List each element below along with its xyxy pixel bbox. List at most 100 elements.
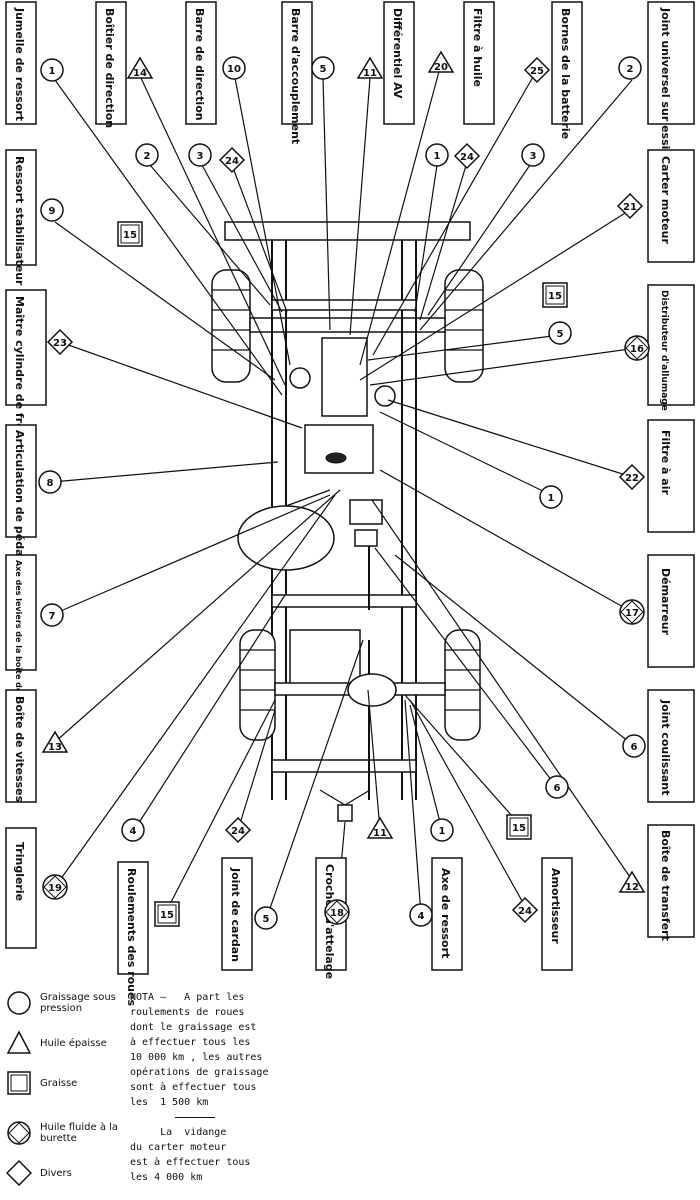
svg-text:3: 3 <box>530 151 537 162</box>
legend-label: Graissage sous pression <box>40 992 116 1014</box>
svg-text:Filtre à air: Filtre à air <box>659 430 672 495</box>
svg-text:Joint coulissant: Joint coulissant <box>659 699 672 795</box>
label-demarreur: Démarreur <box>647 554 695 668</box>
marker-square-diamond: 19 <box>42 874 68 900</box>
svg-text:7: 7 <box>49 611 56 622</box>
svg-text:2: 2 <box>627 64 634 75</box>
marker-circle: 2 <box>618 56 642 80</box>
svg-text:5: 5 <box>263 914 270 925</box>
legend: Graissage sous pression Huile épaisse Gr… <box>0 985 700 1200</box>
svg-text:15: 15 <box>160 910 174 921</box>
marker-diamond: 22 <box>618 463 646 491</box>
svg-text:Ressort stabilisateur: Ressort stabilisateur <box>13 156 26 286</box>
legend-label: Huile épaisse <box>40 1037 107 1049</box>
legend-item-diamond: Divers <box>6 1160 120 1186</box>
svg-text:Amortisseur: Amortisseur <box>549 868 562 944</box>
svg-text:5: 5 <box>557 329 564 340</box>
marker-circle: 1 <box>40 58 64 82</box>
markers: 1 10 5 2 2 3 1 3 9 5 1 8 7 6 6 4 1 5 4 1… <box>38 50 650 930</box>
marker-square: 15 <box>117 221 143 247</box>
label-maitre-cylindre: Maître cylindre de frein <box>5 289 47 442</box>
svg-text:1: 1 <box>439 826 446 837</box>
nota-vidange-text: La vidange du carter moteur est à effect… <box>130 1127 251 1183</box>
marker-triangle: 11 <box>356 56 384 79</box>
label-bornes-batterie: Bornes de la batterie <box>551 1 583 139</box>
marker-circle: 3 <box>188 143 212 167</box>
divider <box>175 1117 215 1118</box>
label-ressort-stabilisateur: Ressort stabilisateur <box>5 149 37 286</box>
label-jumelle-ressort: Jumelle de ressort <box>5 1 37 125</box>
marker-circle: 10 <box>222 56 246 80</box>
svg-text:Jumelle de ressort: Jumelle de ressort <box>13 7 26 121</box>
marker-circle: 8 <box>38 470 62 494</box>
marker-circle: 2 <box>135 143 159 167</box>
svg-text:15: 15 <box>548 291 562 302</box>
svg-text:1: 1 <box>434 151 441 162</box>
marker-circle: 5 <box>548 321 572 345</box>
svg-text:Démarreur: Démarreur <box>659 568 672 636</box>
legend-item-square-diamond: Huile fluide à la burette <box>6 1120 120 1146</box>
label-filtre-air: Filtre à air <box>647 419 695 533</box>
svg-text:Maître cylindre de frein: Maître cylindre de frein <box>13 296 26 442</box>
svg-text:Bornes de la batterie: Bornes de la batterie <box>559 8 572 139</box>
marker-circle: 5 <box>254 906 278 930</box>
svg-text:4: 4 <box>130 826 137 837</box>
legend-item-circle: Graissage sous pression <box>6 990 120 1016</box>
marker-triangle: 13 <box>41 730 69 753</box>
svg-text:Barre de direction: Barre de direction <box>193 8 206 121</box>
label-differentiel-av: Différentiel AV <box>383 1 415 125</box>
svg-text:13: 13 <box>48 742 62 753</box>
label-distributeur: Distributeur d'allumage <box>647 284 695 411</box>
label-articulation-pedalier: Articulation de pédalier <box>5 424 37 578</box>
svg-text:3: 3 <box>197 151 204 162</box>
marker-square: 15 <box>542 282 568 308</box>
label-joint-universel: Joint universel sur essieu AV <box>647 1 695 185</box>
svg-text:5: 5 <box>320 64 327 75</box>
label-barre-direction: Barre de direction <box>185 1 217 125</box>
marker-circle: 5 <box>311 56 335 80</box>
svg-text:Boîte de transfert: Boîte de transfert <box>659 830 672 941</box>
svg-text:9: 9 <box>49 206 56 217</box>
marker-diamond: 21 <box>616 192 644 220</box>
legend-label: Graisse <box>40 1077 78 1089</box>
square-icon <box>7 1071 31 1095</box>
marker-circle: 4 <box>121 818 145 842</box>
legend-item-triangle: Huile épaisse <box>6 1030 120 1056</box>
svg-text:Axe des leviers de la boîte de: Axe des leviers de la boîte de transfert <box>14 560 23 737</box>
legend-item-square: Graisse <box>6 1070 120 1096</box>
svg-text:24: 24 <box>225 156 239 167</box>
marker-square-diamond: 17 <box>619 599 645 625</box>
marker-triangle: 12 <box>618 870 646 893</box>
chassis-drawing <box>211 221 484 822</box>
svg-text:Filtre à huile: Filtre à huile <box>471 8 484 87</box>
svg-text:15: 15 <box>123 230 137 241</box>
svg-text:Joint de cardan: Joint de cardan <box>229 867 242 962</box>
marker-triangle: 11 <box>366 816 394 839</box>
label-joint-coulissant: Joint coulissant <box>647 689 695 803</box>
label-barre-accouplement: Barre d'accouplement <box>281 1 313 144</box>
svg-text:10: 10 <box>227 64 241 75</box>
label-boite-vitesses: Boîte de vitesses <box>5 689 37 803</box>
svg-text:17: 17 <box>625 608 639 619</box>
svg-text:1: 1 <box>49 66 56 77</box>
svg-text:15: 15 <box>512 823 526 834</box>
label-amortisseur: Amortisseur <box>541 857 573 971</box>
marker-circle: 1 <box>425 143 449 167</box>
marker-circle: 4 <box>409 903 433 927</box>
marker-circle: 1 <box>430 818 454 842</box>
legend-label: Huile fluide à la burette <box>40 1122 119 1144</box>
svg-text:Différentiel AV: Différentiel AV <box>391 8 404 99</box>
svg-text:14: 14 <box>133 68 147 79</box>
label-boitier-direction: Boîtier de direction <box>95 1 127 128</box>
circle-icon <box>7 991 31 1015</box>
label-carter-moteur: Carter moteur <box>647 149 695 263</box>
svg-text:25: 25 <box>530 66 544 77</box>
marker-square-diamond: 16 <box>624 335 650 361</box>
marker-diamond: 24 <box>453 142 481 170</box>
marker-diamond: 24 <box>224 816 252 844</box>
svg-text:2: 2 <box>144 151 151 162</box>
label-axe-leviers: Axe des leviers de la boîte de transfert <box>5 554 37 737</box>
label-roulements-roues: Roulements des roues <box>117 861 149 1006</box>
marker-square: 15 <box>154 901 180 927</box>
